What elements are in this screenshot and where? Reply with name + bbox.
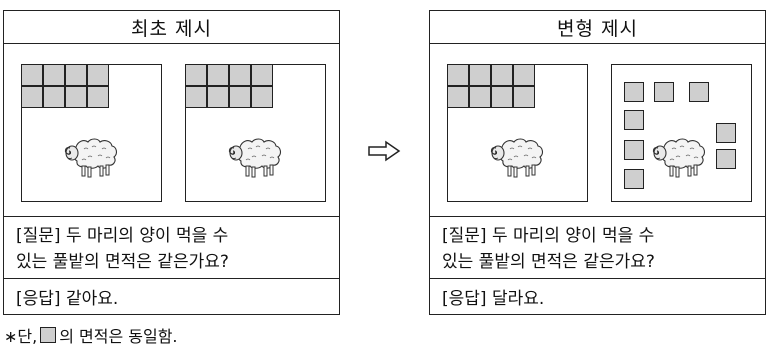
tile bbox=[654, 82, 674, 102]
tile bbox=[624, 82, 644, 102]
tile bbox=[513, 86, 535, 108]
tile bbox=[251, 64, 273, 86]
tile bbox=[21, 86, 43, 108]
tile bbox=[21, 64, 43, 86]
tile bbox=[43, 64, 65, 86]
sheep-icon bbox=[652, 138, 706, 178]
footnote-prefix: ∗단, bbox=[4, 327, 38, 346]
tile bbox=[87, 64, 109, 86]
transformed-presentation-panel: 변형 제시 [질문] 두 마리의 양이 먹을 수 있는 풀 bbox=[429, 10, 766, 315]
figure-area bbox=[430, 44, 765, 217]
tile-swatch bbox=[40, 327, 57, 343]
tile-grid bbox=[447, 64, 535, 108]
tile bbox=[251, 86, 273, 108]
tile bbox=[624, 140, 644, 160]
tile bbox=[491, 86, 513, 108]
tile bbox=[87, 86, 109, 108]
figure-area bbox=[4, 44, 339, 217]
initial-presentation-panel: 최초 제시 [질문] 두 마리의 양이 먹을 수 있는 풀밭의 면적은 같은가요… bbox=[3, 10, 340, 315]
tile bbox=[65, 86, 87, 108]
tile bbox=[447, 64, 469, 86]
field-1 bbox=[447, 64, 588, 202]
tile bbox=[229, 86, 251, 108]
question-line-2: 있는 풀밭의 면적은 같은가요? bbox=[442, 252, 655, 272]
tile bbox=[185, 86, 207, 108]
tile bbox=[469, 86, 491, 108]
question-text: [질문] 두 마리의 양이 먹을 수 있는 풀밭의 면적은 같은가요? bbox=[4, 217, 339, 279]
answer-text: [응답] 같아요. bbox=[16, 289, 119, 309]
question-line-1: [질문] 두 마리의 양이 먹을 수 bbox=[442, 226, 655, 246]
question-text: [질문] 두 마리의 양이 먹을 수 있는 풀밭의 면적은 같은가요? bbox=[430, 217, 765, 279]
tile bbox=[689, 82, 709, 102]
question-line-2: 있는 풀밭의 면적은 같은가요? bbox=[16, 252, 229, 272]
tile bbox=[65, 64, 87, 86]
sheep-icon bbox=[228, 138, 282, 178]
tile bbox=[185, 64, 207, 86]
panel-title: 최초 제시 bbox=[4, 11, 339, 44]
tile bbox=[624, 110, 644, 130]
tile bbox=[43, 86, 65, 108]
hollow-right-arrow-icon bbox=[368, 140, 401, 162]
tile bbox=[491, 64, 513, 86]
tile bbox=[513, 64, 535, 86]
tile bbox=[207, 86, 229, 108]
question-line-1: [질문] 두 마리의 양이 먹을 수 bbox=[16, 226, 229, 246]
tile bbox=[207, 64, 229, 86]
panel-title: 변형 제시 bbox=[430, 11, 765, 44]
field-2 bbox=[185, 64, 326, 202]
tile bbox=[716, 123, 736, 143]
field-2-scattered bbox=[611, 64, 752, 202]
tile bbox=[469, 64, 491, 86]
tile bbox=[229, 64, 251, 86]
tile bbox=[716, 149, 736, 169]
tile-grid bbox=[185, 64, 273, 108]
answer-text: [응답] 달라요. bbox=[442, 289, 545, 309]
tile bbox=[624, 169, 644, 189]
tile-grid bbox=[21, 64, 109, 108]
footnote: ∗단, 의 면적은 동일함. bbox=[4, 323, 178, 347]
footnote-suffix: 의 면적은 동일함. bbox=[59, 327, 178, 346]
tile bbox=[447, 86, 469, 108]
field-1 bbox=[21, 64, 162, 202]
sheep-icon bbox=[490, 138, 544, 178]
sheep-icon bbox=[64, 138, 118, 178]
